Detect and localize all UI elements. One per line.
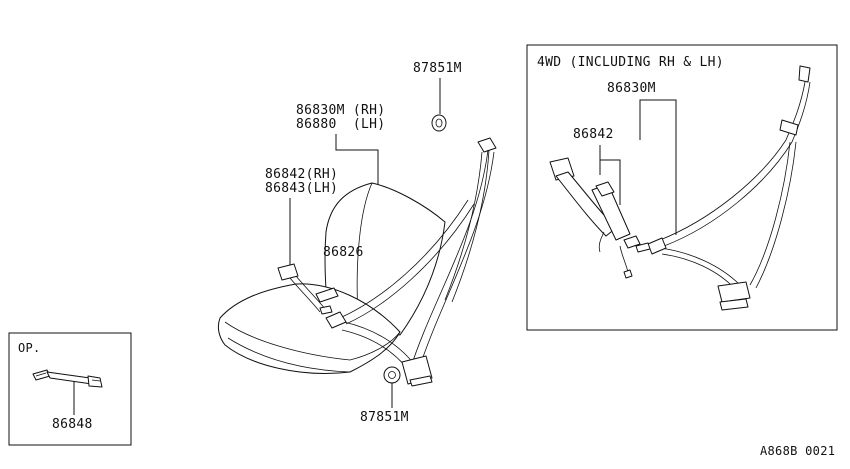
callout-belt-assy-lh: 86880 (LH)	[296, 117, 386, 132]
bottom-washer	[383, 366, 401, 384]
seat	[217, 182, 446, 374]
callout-buckle-rh: 86842(RH)	[265, 167, 339, 182]
callout-buckle-lh: 86843(LH)	[265, 181, 339, 196]
inset-4wd-leaders	[599, 99, 677, 235]
inset-4wd-title: 4WD (INCLUDING RH & LH)	[537, 55, 724, 70]
main-belt-assembly	[325, 137, 497, 387]
figure-code: A868B 0021	[760, 444, 836, 458]
inset-4wd-buckle	[549, 157, 641, 279]
top-washer	[431, 78, 447, 132]
inset-4wd-frame	[526, 44, 838, 331]
callout-inset-buckle: 86842	[573, 127, 614, 142]
callout-extender: 86848	[52, 417, 93, 432]
inset-4wd-belt-assembly	[635, 65, 811, 311]
callout-top-washer: 87851M	[413, 61, 462, 76]
callout-bracket: 86826	[323, 245, 364, 260]
main-buckle	[277, 263, 339, 315]
seat-belt-extender	[32, 369, 103, 388]
option-inset-title: OP.	[18, 341, 41, 355]
option-inset-frame	[8, 332, 132, 446]
callout-inset-belt-assy: 86830M	[607, 81, 656, 96]
callout-belt-assy-rh: 86830M (RH)	[296, 103, 386, 118]
callout-bottom-washer: 87851M	[360, 410, 409, 425]
